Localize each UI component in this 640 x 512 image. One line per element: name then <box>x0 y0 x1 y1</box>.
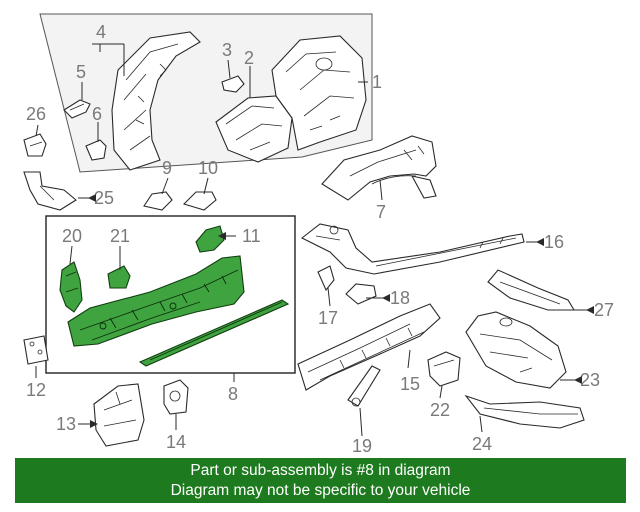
callout-19: 19 <box>352 436 372 455</box>
callout-25: 25 <box>94 188 114 208</box>
part-16-rail[interactable] <box>300 223 525 275</box>
callout-7: 7 <box>376 202 386 222</box>
callout-20: 20 <box>62 226 82 246</box>
callout-16: 16 <box>544 232 564 252</box>
parts-diagram: 1 2 3 4 5 6 7 8 9 10 11 12 13 14 15 16 1… <box>23 13 614 455</box>
callout-labels: 1 2 3 4 5 6 7 8 9 10 11 12 13 14 15 16 1… <box>26 22 614 455</box>
part-8-front-rail-assembly[interactable] <box>59 225 290 367</box>
part-22-bracket[interactable] <box>427 351 461 387</box>
callout-5: 5 <box>76 62 86 82</box>
part-24-plate[interactable] <box>464 394 585 429</box>
callout-21: 21 <box>110 226 130 246</box>
callout-9: 9 <box>162 158 172 178</box>
part-1-apron[interactable] <box>271 35 367 151</box>
callout-18: 18 <box>390 288 410 308</box>
part-27-bracket[interactable] <box>487 269 575 311</box>
banner-line-2: Diagram may not be specific to your vehi… <box>170 482 471 499</box>
part-15-rail-lower[interactable] <box>297 303 441 391</box>
callout-17: 17 <box>318 308 338 328</box>
callout-27: 27 <box>594 300 614 320</box>
callout-13: 13 <box>56 414 76 434</box>
part-5-bracket[interactable] <box>63 99 91 119</box>
callout-2: 2 <box>244 48 254 68</box>
part-2-wheelhouse-inner[interactable] <box>215 95 293 163</box>
part-12-pad[interactable] <box>23 335 49 365</box>
part-3-bracket[interactable] <box>221 75 245 93</box>
leader-arrowheads <box>88 194 594 428</box>
callout-14: 14 <box>166 432 186 452</box>
part-14-mount[interactable] <box>163 379 189 415</box>
notice-banner: Part or sub-assembly is #8 in diagram Di… <box>15 458 626 503</box>
callout-11: 11 <box>242 226 261 246</box>
part-23-extension[interactable] <box>465 311 567 389</box>
callout-10: 10 <box>198 158 218 178</box>
part-7-rail-upper[interactable] <box>321 135 437 201</box>
part-19-brace[interactable] <box>347 365 381 407</box>
part-25-bracket[interactable] <box>23 171 77 211</box>
callout-24: 24 <box>472 434 492 454</box>
callout-6: 6 <box>92 104 102 124</box>
callout-22: 22 <box>430 400 450 420</box>
banner-line-1: Part or sub-assembly is #8 in diagram <box>190 462 451 479</box>
callout-3: 3 <box>222 40 232 60</box>
part-4-wheelhouse[interactable] <box>111 31 201 171</box>
part-26-bracket[interactable] <box>23 133 47 157</box>
callout-12: 12 <box>26 380 46 400</box>
part-17-bracket[interactable] <box>317 265 335 292</box>
callout-15: 15 <box>400 374 420 394</box>
callout-4: 4 <box>96 22 106 42</box>
part-9-bracket[interactable] <box>143 191 173 211</box>
callout-23: 23 <box>580 370 600 390</box>
callout-8: 8 <box>228 384 238 404</box>
part-13-bracket[interactable] <box>93 383 145 447</box>
part-18-bracket[interactable] <box>345 283 377 305</box>
part-10-bracket[interactable] <box>182 191 217 211</box>
callout-26: 26 <box>26 104 46 124</box>
leader-lines <box>35 43 590 437</box>
callout-1: 1 <box>372 72 382 92</box>
